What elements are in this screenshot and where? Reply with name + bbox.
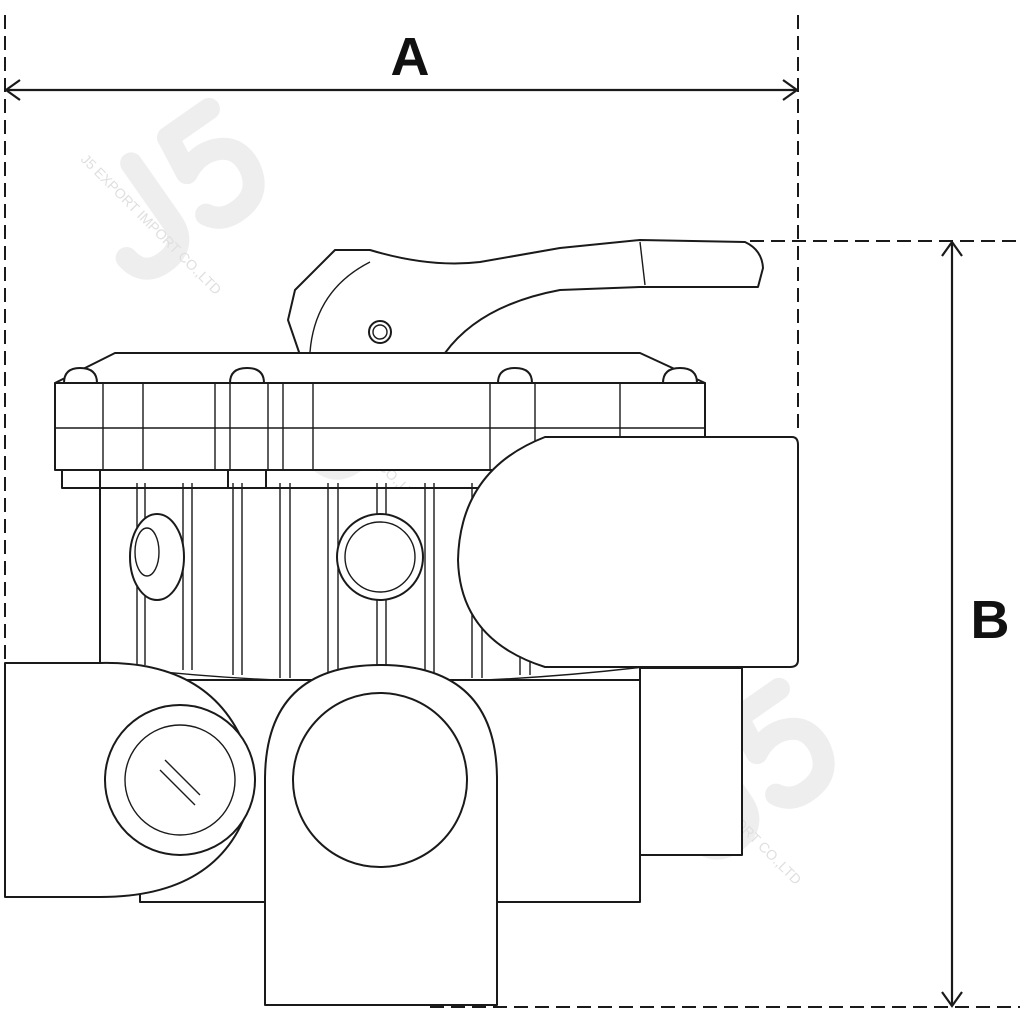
gauge-port: [129, 513, 185, 601]
dimension-a-label: A: [391, 27, 430, 87]
valve-cover: [54, 352, 706, 384]
valve: [4, 239, 799, 1006]
side-port: [457, 436, 799, 668]
dimension-b: B: [430, 240, 1020, 1008]
dimension-b-label: B: [971, 590, 1010, 650]
valve-handle: [287, 239, 764, 356]
dimension-a: A: [4, 15, 799, 660]
rear-port: [639, 667, 743, 856]
sight-port: [336, 513, 424, 601]
